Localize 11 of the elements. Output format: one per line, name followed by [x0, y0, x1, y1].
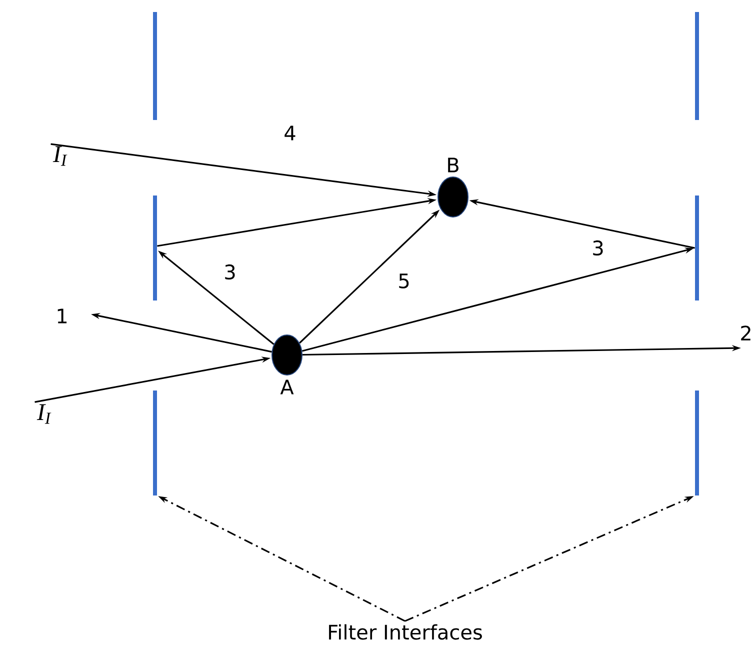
edge-label: 1 — [54, 308, 70, 324]
node-label: B — [448, 158, 458, 172]
edge-label: 5 — [396, 272, 412, 290]
edge-label: 4 — [282, 124, 298, 142]
intensity-label: I$_{I}$ — [36, 404, 52, 424]
caption-text: Filter Interfaces — [329, 624, 482, 640]
edge-label: 3 — [222, 263, 238, 281]
edge-label: 3 — [590, 239, 606, 257]
edge-label: 2 — [738, 324, 754, 342]
node-label: A — [280, 380, 294, 394]
intensity-label: I$_{I}$ — [52, 146, 68, 166]
